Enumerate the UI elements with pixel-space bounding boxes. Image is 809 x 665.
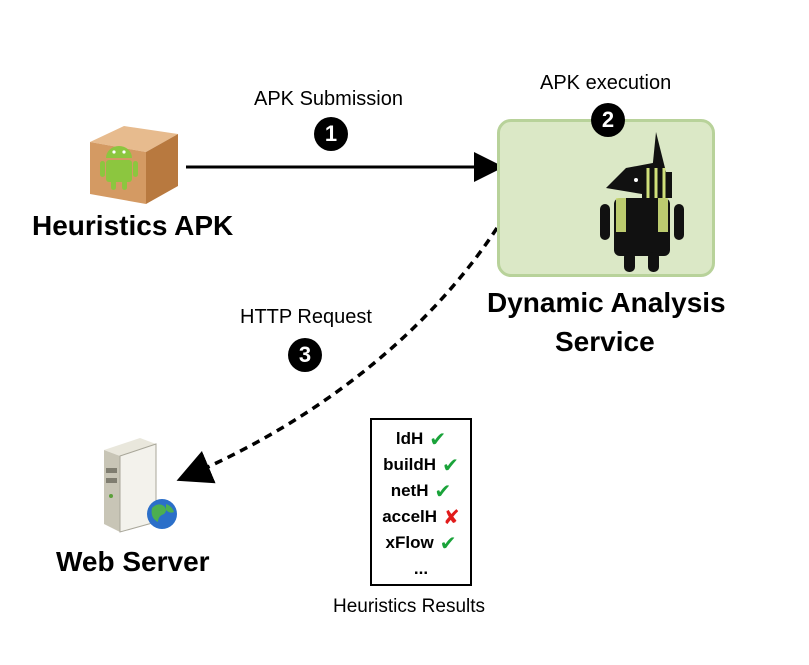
result-name: xFlow [385,533,434,552]
heuristics-results-panel: ldH ✔ buildH ✔ netH ✔ accelH ✘ xFlow ✔ .… [370,418,472,586]
result-row-accelh: accelH ✘ [372,504,470,530]
results-more: ... [413,559,429,578]
check-icon: ✔ [442,454,459,477]
result-name: buildH [383,455,437,474]
service-label-line2: Service [555,326,655,357]
anubis-android-icon [596,128,688,274]
cross-icon: ✘ [443,506,460,529]
web-server-label: Web Server [56,546,210,577]
apk-package-icon [84,124,180,206]
check-icon: ✔ [429,428,447,451]
web-server-icon [100,434,180,536]
apk-submission-label: APK Submission [254,88,403,110]
heuristics-apk-label: Heuristics APK [32,210,234,241]
step-3-badge: 3 [288,338,322,372]
result-name: netH [390,481,429,500]
apk-execution-label: APK execution [540,72,672,94]
result-row-ldh: ldH ✔ [372,426,470,452]
result-row-buildh: buildH ✔ [372,452,470,478]
step-2-badge: 2 [591,103,625,137]
result-row-xflow: xFlow ✔ [372,530,470,556]
heuristics-results-caption: Heuristics Results [333,596,486,617]
dynamic-analysis-service-box [497,119,715,277]
service-label-line1: Dynamic Analysis [487,287,726,318]
step-1-badge: 1 [314,117,348,151]
http-request-label: HTTP Request [240,306,372,328]
check-icon: ✔ [439,532,457,555]
result-name: ldH [395,429,424,448]
check-icon: ✔ [434,480,452,503]
result-row-neth: netH ✔ [372,478,470,504]
result-name: accelH [382,507,438,526]
